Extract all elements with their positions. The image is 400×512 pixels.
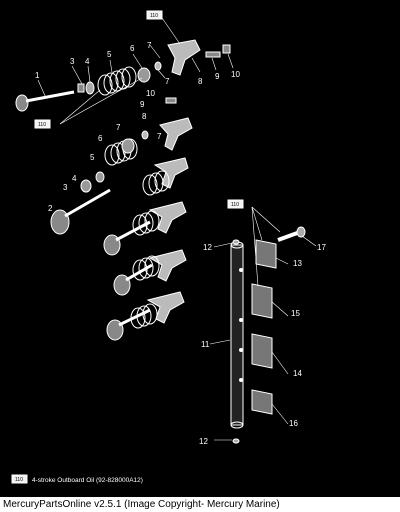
callout-3-lower: 3 <box>63 183 68 192</box>
callout-8-lower: 8 <box>142 112 147 121</box>
callout-15: 15 <box>291 309 300 318</box>
callout-7-c: 7 <box>116 123 121 132</box>
lube-badge-top <box>146 10 163 20</box>
lube-code-top: 110 <box>150 13 158 19</box>
callout-2: 2 <box>48 204 53 213</box>
valve-assemblies <box>103 170 170 341</box>
callout-4-upper: 4 <box>85 57 90 66</box>
callout-8-upper: 8 <box>198 77 203 86</box>
callout-3-upper: 3 <box>70 57 75 66</box>
rocker-arm-upper <box>146 39 201 324</box>
lube-badge-legend <box>11 474 28 484</box>
callout-12-lower: 12 <box>199 437 208 446</box>
lube-code-right: 110 <box>231 202 239 208</box>
callout-10-upper: 10 <box>231 70 240 79</box>
lube-badge-left <box>34 119 51 129</box>
callout-9-upper: 9 <box>215 72 220 81</box>
callout-13: 13 <box>293 259 302 268</box>
callout-5-lower: 5 <box>90 153 95 162</box>
legend-text: 4-stroke Outboard Oil (92-828000A12) <box>32 477 143 484</box>
lube-code-legend: 110 <box>15 477 23 483</box>
callout-7-b: 7 <box>165 77 170 86</box>
callout-16: 16 <box>289 419 298 428</box>
callout-5-upper: 5 <box>107 50 112 59</box>
lube-badge-right <box>227 199 244 209</box>
callout-6-lower: 6 <box>98 134 103 143</box>
callout-7-a: 7 <box>147 41 152 50</box>
callout-10-lower: 10 <box>146 89 155 98</box>
copyright-caption: MercuryPartsOnline v2.5.1 (Image Copyrig… <box>0 497 400 512</box>
valve-lower <box>50 188 111 235</box>
valve-upper <box>15 90 75 112</box>
callout-1: 1 <box>35 71 40 80</box>
callout-12-upper: 12 <box>203 243 212 252</box>
callout-4-lower: 4 <box>72 174 77 183</box>
exploded-parts-diagram: 110 110 110 110 4-stroke Outboard Oil (9… <box>0 0 400 497</box>
valve-spring-upper <box>97 66 137 96</box>
callout-7-d: 7 <box>157 132 162 141</box>
callout-17: 17 <box>317 243 326 252</box>
callout-6-upper: 6 <box>130 44 135 53</box>
callout-9-lower: 9 <box>140 100 145 109</box>
callout-11: 11 <box>201 340 210 349</box>
rocker-shaft <box>230 239 244 444</box>
shaft-brackets <box>251 239 277 415</box>
callout-14: 14 <box>293 369 302 378</box>
bolt <box>277 226 306 242</box>
lube-code-left: 110 <box>38 122 46 128</box>
